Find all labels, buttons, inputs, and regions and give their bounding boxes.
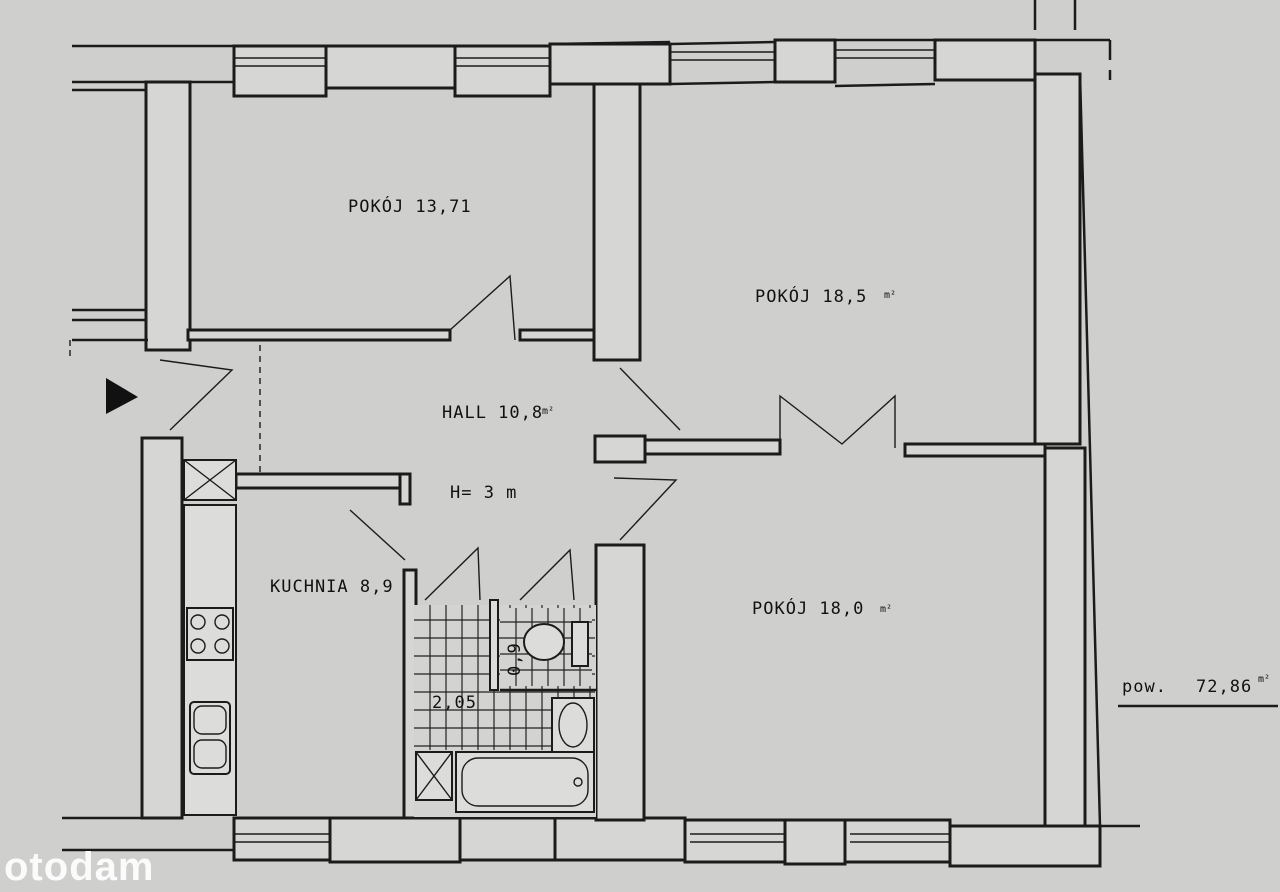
bathroom-fixtures: [414, 599, 596, 817]
height-label: H= 3 m: [450, 483, 517, 503]
room3-label: POKÓJ 18,0: [752, 597, 864, 619]
total-area: pow. 72,86 m²: [1118, 674, 1278, 708]
bathroom-area: 2,05: [432, 693, 477, 713]
outer-walls: [62, 0, 1140, 868]
watermark-logo: otodam: [4, 845, 154, 889]
kitchen-label: KUCHNIA 8,9: [270, 577, 394, 597]
room2-unit: m²: [884, 290, 896, 301]
entrance-arrow: [106, 378, 138, 414]
room-labels: POKÓJ 13,71 POKÓJ 18,5 m² HALL 10,8 m² H…: [270, 195, 896, 713]
wc-area: 0,9: [505, 642, 525, 676]
total-unit: m²: [1258, 674, 1270, 685]
total-value: 72,86: [1196, 677, 1252, 697]
room3-unit: m²: [880, 604, 892, 615]
hall-unit: m²: [542, 406, 554, 417]
doors: [159, 274, 896, 601]
room2-label: POKÓJ 18,5: [755, 285, 867, 307]
kitchen-fixtures: [183, 459, 237, 816]
hall-label: HALL 10,8: [442, 403, 543, 423]
room1-label: POKÓJ 13,71: [348, 195, 472, 217]
total-label: pow.: [1122, 677, 1167, 697]
